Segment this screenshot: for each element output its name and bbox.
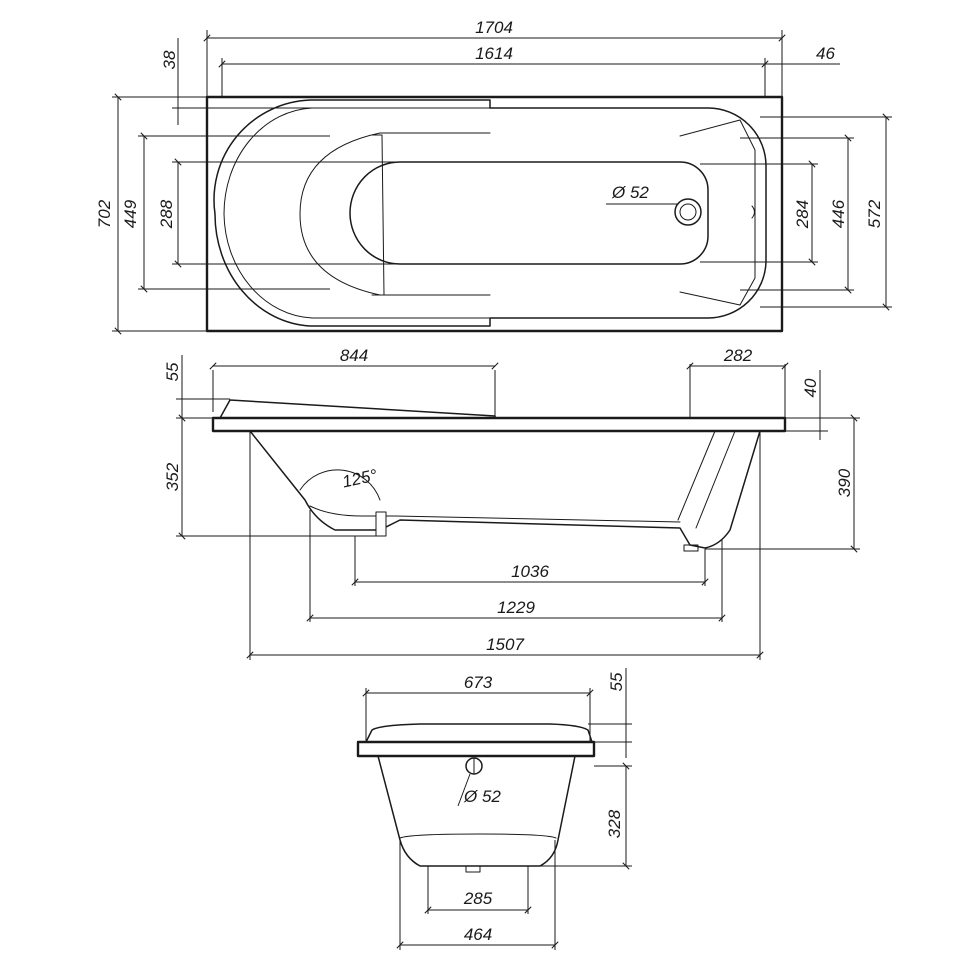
dim-390-label: 390 bbox=[835, 468, 854, 497]
dim-1614-label: 1614 bbox=[475, 44, 513, 63]
dim-55-side-label: 55 bbox=[163, 362, 182, 381]
end-drain-diameter-label: Ø 52 bbox=[463, 787, 501, 806]
dim-1036-label: 1036 bbox=[511, 562, 549, 581]
dim-352-label: 352 bbox=[163, 462, 182, 491]
dim-288-label: 288 bbox=[157, 199, 176, 229]
dim-40-label: 40 bbox=[801, 378, 820, 397]
dim-702-label: 702 bbox=[95, 199, 114, 228]
dim-572-label: 572 bbox=[865, 199, 884, 228]
dim-328-label: 328 bbox=[605, 809, 624, 838]
dim-464-label: 464 bbox=[464, 925, 492, 944]
top-view-bowl-inner bbox=[223, 107, 491, 319]
dim-844-label: 844 bbox=[340, 346, 368, 365]
end-view-headrest bbox=[365, 723, 593, 743]
end-view-rim bbox=[356, 740, 596, 758]
side-view-body bbox=[249, 430, 761, 549]
top-view-drain bbox=[674, 198, 702, 226]
side-view-headrest bbox=[219, 399, 496, 419]
dim-285-label: 285 bbox=[463, 889, 493, 908]
top-view-headrest bbox=[299, 132, 491, 296]
side-view-rim bbox=[211, 416, 787, 433]
dim-38-label: 38 bbox=[160, 50, 179, 69]
dim-46-label: 46 bbox=[816, 44, 835, 63]
dim-1507-label: 1507 bbox=[486, 635, 524, 654]
dim-446-label: 446 bbox=[829, 199, 848, 228]
dim-1229-label: 1229 bbox=[497, 598, 535, 617]
dim-449-label: 449 bbox=[121, 199, 140, 228]
top-view: Ø 52 1704 1614 46 38 702 449 288 bbox=[95, 18, 892, 335]
top-view-floor bbox=[349, 161, 709, 265]
side-view: 125° 844 282 55 40 352 390 bbox=[163, 346, 860, 660]
dim-282-label: 282 bbox=[723, 346, 753, 365]
dim-284-label: 284 bbox=[793, 200, 812, 229]
end-view-body bbox=[377, 755, 576, 867]
top-drain-diameter-label: Ø 52 bbox=[611, 183, 649, 202]
dim-55-end-label: 55 bbox=[607, 672, 626, 691]
top-view-bowl-outline bbox=[213, 99, 767, 327]
dim-673-label: 673 bbox=[464, 673, 493, 692]
end-view: Ø 52 673 55 328 285 464 bbox=[356, 668, 632, 950]
dim-1704-label: 1704 bbox=[475, 18, 513, 37]
